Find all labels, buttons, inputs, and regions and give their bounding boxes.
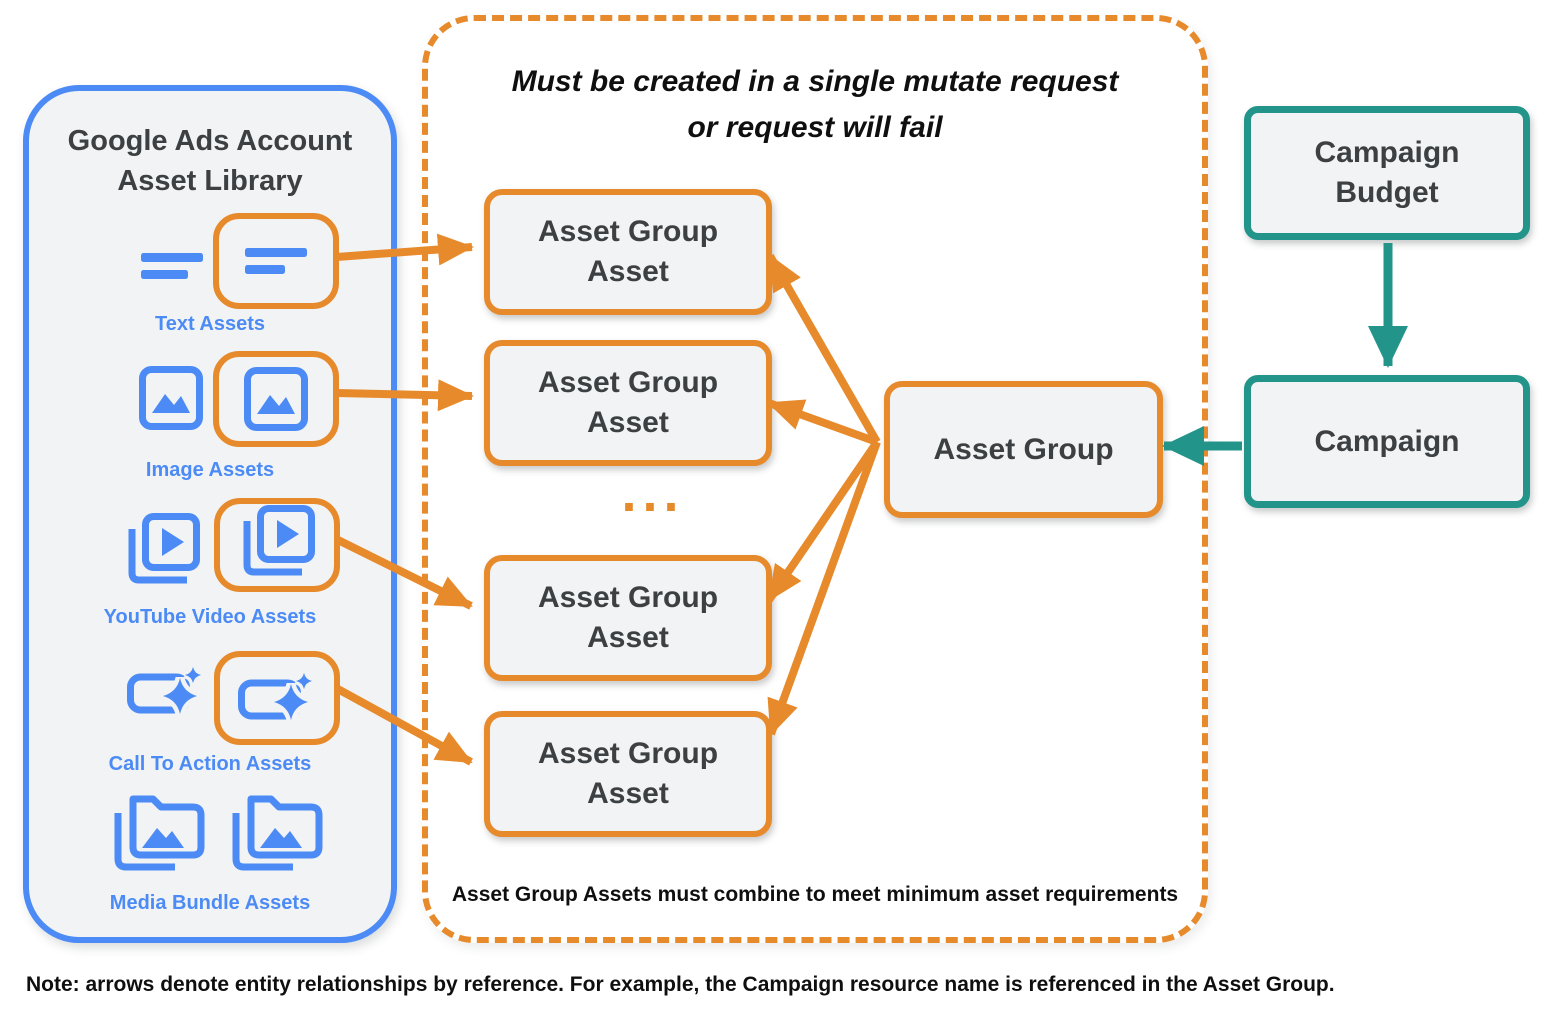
asset-group-asset-label: Asset Group <box>537 581 719 614</box>
asset-library-title-line1: Google Ads Account <box>67 125 353 157</box>
text-asset-icon <box>245 246 307 276</box>
asset-group-asset-label: Asset Group <box>537 737 719 770</box>
asset-group-asset-label: Asset <box>587 621 669 654</box>
campaign-box: Campaign <box>1244 375 1530 508</box>
note-text: Note: arrows denote entity relationships… <box>26 973 1335 996</box>
more-assets-ellipsis: ... <box>621 463 685 523</box>
asset-library-title: Google Ads Account Asset Library <box>29 121 391 201</box>
youtube-video-asset-highlight-frame <box>214 498 340 592</box>
media-bundle-asset-icon <box>109 791 209 875</box>
asset-library-title-line2: Asset Library <box>117 165 303 197</box>
text-asset-icon <box>141 251 203 281</box>
youtube-video-assets-label: YouTube Video Assets <box>103 606 317 628</box>
mutate-footnote: Asset Group Assets must combine to meet … <box>451 883 1179 906</box>
campaign-budget-box: Campaign Budget <box>1244 106 1530 240</box>
campaign-budget-label: Campaign <box>1314 136 1460 169</box>
mutate-request-container: Must be created in a single mutate reque… <box>422 15 1208 943</box>
youtube-video-asset-icon <box>124 513 200 593</box>
youtube-video-asset-icon <box>239 505 315 585</box>
asset-library-panel: Google Ads Account Asset Library Text As… <box>23 85 397 943</box>
asset-group-asset-box-3: Asset Group Asset <box>484 555 772 681</box>
asset-group-asset-box-2: Asset Group Asset <box>484 340 772 466</box>
asset-group-label: Asset Group <box>933 432 1114 466</box>
asset-group-asset-label: Asset <box>587 777 669 810</box>
asset-group-asset-label: Asset Group <box>537 366 719 399</box>
image-assets-label: Image Assets <box>145 459 275 481</box>
media-bundle-asset-icon <box>227 791 327 875</box>
image-asset-icon <box>139 366 203 430</box>
mutate-request-title-line1: Must be created in a single mutate reque… <box>511 65 1119 98</box>
call-to-action-asset-icon <box>127 663 205 721</box>
call-to-action-asset-icon <box>238 669 316 727</box>
asset-group-asset-box-4: Asset Group Asset <box>484 711 772 837</box>
mutate-request-title: Must be created in a single mutate reque… <box>428 59 1202 151</box>
text-asset-highlight-frame <box>213 213 339 309</box>
campaign-label: Campaign <box>1314 424 1460 458</box>
image-asset-icon <box>244 367 308 431</box>
mutate-request-title-line2: or request will fail <box>687 111 943 144</box>
asset-group-asset-label: Asset <box>587 406 669 439</box>
call-to-action-asset-highlight-frame <box>214 651 340 745</box>
call-to-action-assets-label: Call To Action Assets <box>108 753 312 775</box>
image-asset-highlight-frame <box>213 351 339 447</box>
asset-group-asset-box-1: Asset Group Asset <box>484 189 772 315</box>
text-assets-label: Text Assets <box>154 313 266 335</box>
asset-group-box: Asset Group <box>884 381 1163 518</box>
asset-group-asset-label: Asset <box>587 255 669 288</box>
campaign-budget-label: Budget <box>1335 176 1439 209</box>
media-bundle-assets-label: Media Bundle Assets <box>109 892 311 914</box>
asset-group-asset-label: Asset Group <box>537 215 719 248</box>
